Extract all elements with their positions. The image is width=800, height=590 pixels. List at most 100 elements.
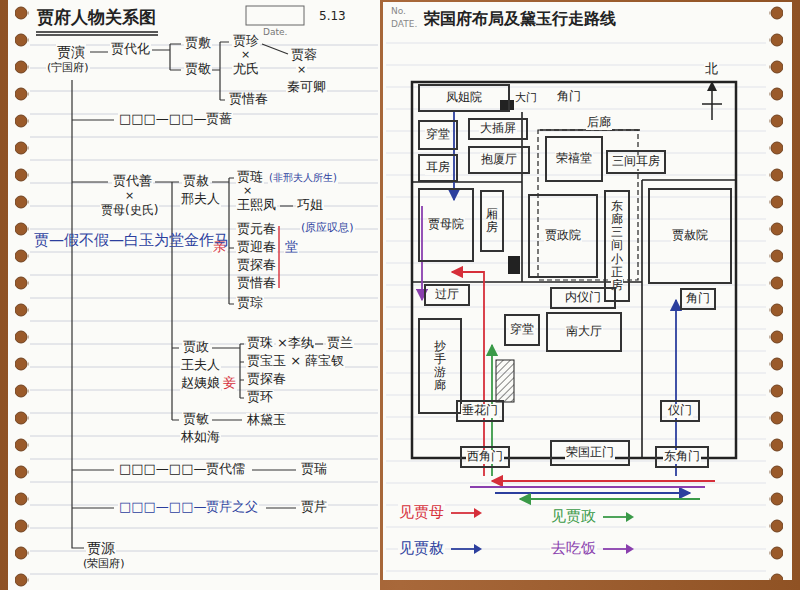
route-line bbox=[520, 498, 700, 500]
name-box bbox=[246, 6, 304, 25]
handwritten-label: 王熙凤 bbox=[236, 198, 277, 213]
room-name: 抱厦厅 bbox=[480, 153, 518, 167]
room-box: 大插屏 bbox=[468, 118, 528, 140]
route-line bbox=[491, 345, 493, 476]
handwritten-label: 贾琏 bbox=[236, 170, 264, 185]
room-box: 垂花门 bbox=[456, 400, 504, 422]
handwritten-label: 赵姨娘 bbox=[180, 376, 221, 391]
handwritten-label: 贾敬 bbox=[184, 62, 212, 77]
handwritten-label: 尤氏 bbox=[232, 62, 260, 77]
room-box: 仪门 bbox=[660, 400, 700, 422]
handwritten-label: 贾探春 bbox=[236, 258, 277, 273]
room-name: 大插屏 bbox=[479, 122, 517, 136]
handwritten-label: 贾代善 bbox=[112, 174, 153, 189]
room-name: 内仪门 bbox=[564, 291, 602, 305]
handwritten-label: 秦可卿 bbox=[286, 80, 327, 95]
room-box: 厢房 bbox=[480, 190, 504, 252]
north-arrow bbox=[702, 103, 722, 105]
inner-walls bbox=[412, 112, 736, 458]
handwritten-label: 贾赦 bbox=[182, 174, 210, 189]
room-name: 仪门 bbox=[667, 404, 693, 418]
legend-arrow bbox=[449, 543, 483, 555]
room-box: 东廊三间小正房 bbox=[604, 190, 630, 302]
handwritten-label: 邢夫人 bbox=[180, 192, 221, 207]
legend-arrow-line bbox=[603, 548, 628, 550]
handwritten-label: □□□—□□—贾芹之父 bbox=[118, 500, 259, 515]
handwritten-label: 贾兰 bbox=[326, 336, 354, 351]
room-name: 三间耳房 bbox=[611, 155, 661, 169]
handwritten-label: × bbox=[296, 64, 307, 77]
room-name: 角门 bbox=[685, 292, 711, 306]
handwritten-label: 贾迎春 bbox=[236, 240, 277, 255]
room-name: 南大厅 bbox=[565, 325, 603, 339]
handwritten-label: 贾代化 bbox=[110, 42, 151, 57]
legend-arrow bbox=[449, 507, 483, 519]
room-name: 厢房 bbox=[486, 208, 498, 234]
room-box: 穿堂 bbox=[418, 120, 458, 150]
legend-text: 见贾母 bbox=[398, 504, 445, 521]
handwritten-label: (宁国府) bbox=[46, 62, 90, 75]
legend-text: 见贾政 bbox=[550, 508, 597, 525]
family-tree-lines bbox=[72, 42, 323, 548]
handwritten-label: 王夫人 bbox=[180, 358, 221, 373]
wall-block bbox=[508, 256, 520, 274]
room-box: 内仪门 bbox=[550, 287, 616, 309]
handwritten-label: × bbox=[242, 185, 253, 198]
handwritten-label: 贾探春 bbox=[246, 372, 287, 387]
handwritten-label: 贾惜春 bbox=[236, 276, 277, 291]
route-line bbox=[421, 206, 423, 300]
legend-arrow-line bbox=[451, 548, 476, 550]
page-title: 荣国府布局及黛玉行走路线 bbox=[423, 10, 617, 28]
handwritten-label: 贾珠 bbox=[246, 336, 274, 351]
route-line bbox=[453, 112, 455, 200]
room-name: 贾母院 bbox=[427, 218, 465, 232]
handwritten-label: 贾政 bbox=[182, 340, 210, 355]
mansion-wall bbox=[412, 82, 736, 458]
room-box: 角门 bbox=[680, 288, 716, 310]
legend-arrow bbox=[601, 511, 635, 523]
legend-arrow-line bbox=[451, 512, 476, 514]
handwritten-label: 大门 bbox=[514, 92, 538, 105]
room-box: 过厅 bbox=[424, 284, 470, 306]
vertical-note: 贾—假不假—白玉为堂金作马 bbox=[33, 232, 50, 249]
handwritten-label: 贾元春 bbox=[236, 222, 277, 237]
courtyard-outline bbox=[538, 130, 638, 280]
handwritten-label: 贾蓉 bbox=[290, 48, 318, 63]
legend-arrow-head bbox=[474, 508, 482, 518]
room-box: 贾母院 bbox=[418, 188, 474, 262]
handwritten-label: 贾宝玉 × 薛宝钗 bbox=[246, 354, 345, 369]
room-box: 三间耳房 bbox=[606, 150, 666, 174]
legend-arrow-head bbox=[626, 544, 634, 554]
handwritten-label: □□□—□□—贾蔷 bbox=[118, 112, 233, 127]
handwritten-label: 贾敏 bbox=[182, 412, 210, 427]
room-box: 东角门 bbox=[655, 446, 709, 468]
page-title: 贾府人物关系图 bbox=[36, 8, 157, 28]
handwritten-label: (非邢夫人所生) bbox=[268, 172, 338, 184]
legend-entry: 见贾政 bbox=[550, 508, 635, 525]
legend-text: 见贾赦 bbox=[398, 540, 445, 557]
room-box: 抱厦厅 bbox=[468, 146, 530, 174]
legend-arrow-line bbox=[603, 516, 628, 518]
north-arrow bbox=[711, 82, 713, 120]
legend-text: 去吃饭 bbox=[550, 540, 597, 557]
room-name: 东角门 bbox=[663, 450, 701, 464]
room-name: 穿堂 bbox=[509, 323, 535, 337]
handwritten-label: 贾瑞 bbox=[300, 462, 328, 477]
room-name: 耳房 bbox=[425, 161, 451, 175]
wall-block bbox=[500, 100, 514, 110]
handwritten-label: □□□—□□—贾代儒 bbox=[118, 462, 246, 477]
handwritten-label: 亲 bbox=[212, 240, 227, 255]
room-box: 凤姐院 bbox=[418, 84, 510, 112]
room-name: 穿堂 bbox=[425, 128, 451, 142]
handwritten-label: 北 bbox=[704, 62, 719, 77]
legend-entry: 见贾母 bbox=[398, 504, 483, 521]
handwritten-label: 贾芹 bbox=[300, 500, 328, 515]
sister-bracket bbox=[278, 226, 279, 288]
room-name: 贾赦院 bbox=[671, 229, 709, 243]
handwritten-label: 巧姐 bbox=[296, 198, 324, 213]
room-box: 荣禧堂 bbox=[545, 136, 603, 182]
binder-holes bbox=[15, 0, 29, 590]
route-line bbox=[675, 300, 677, 476]
room-box: 南大厅 bbox=[546, 312, 622, 352]
